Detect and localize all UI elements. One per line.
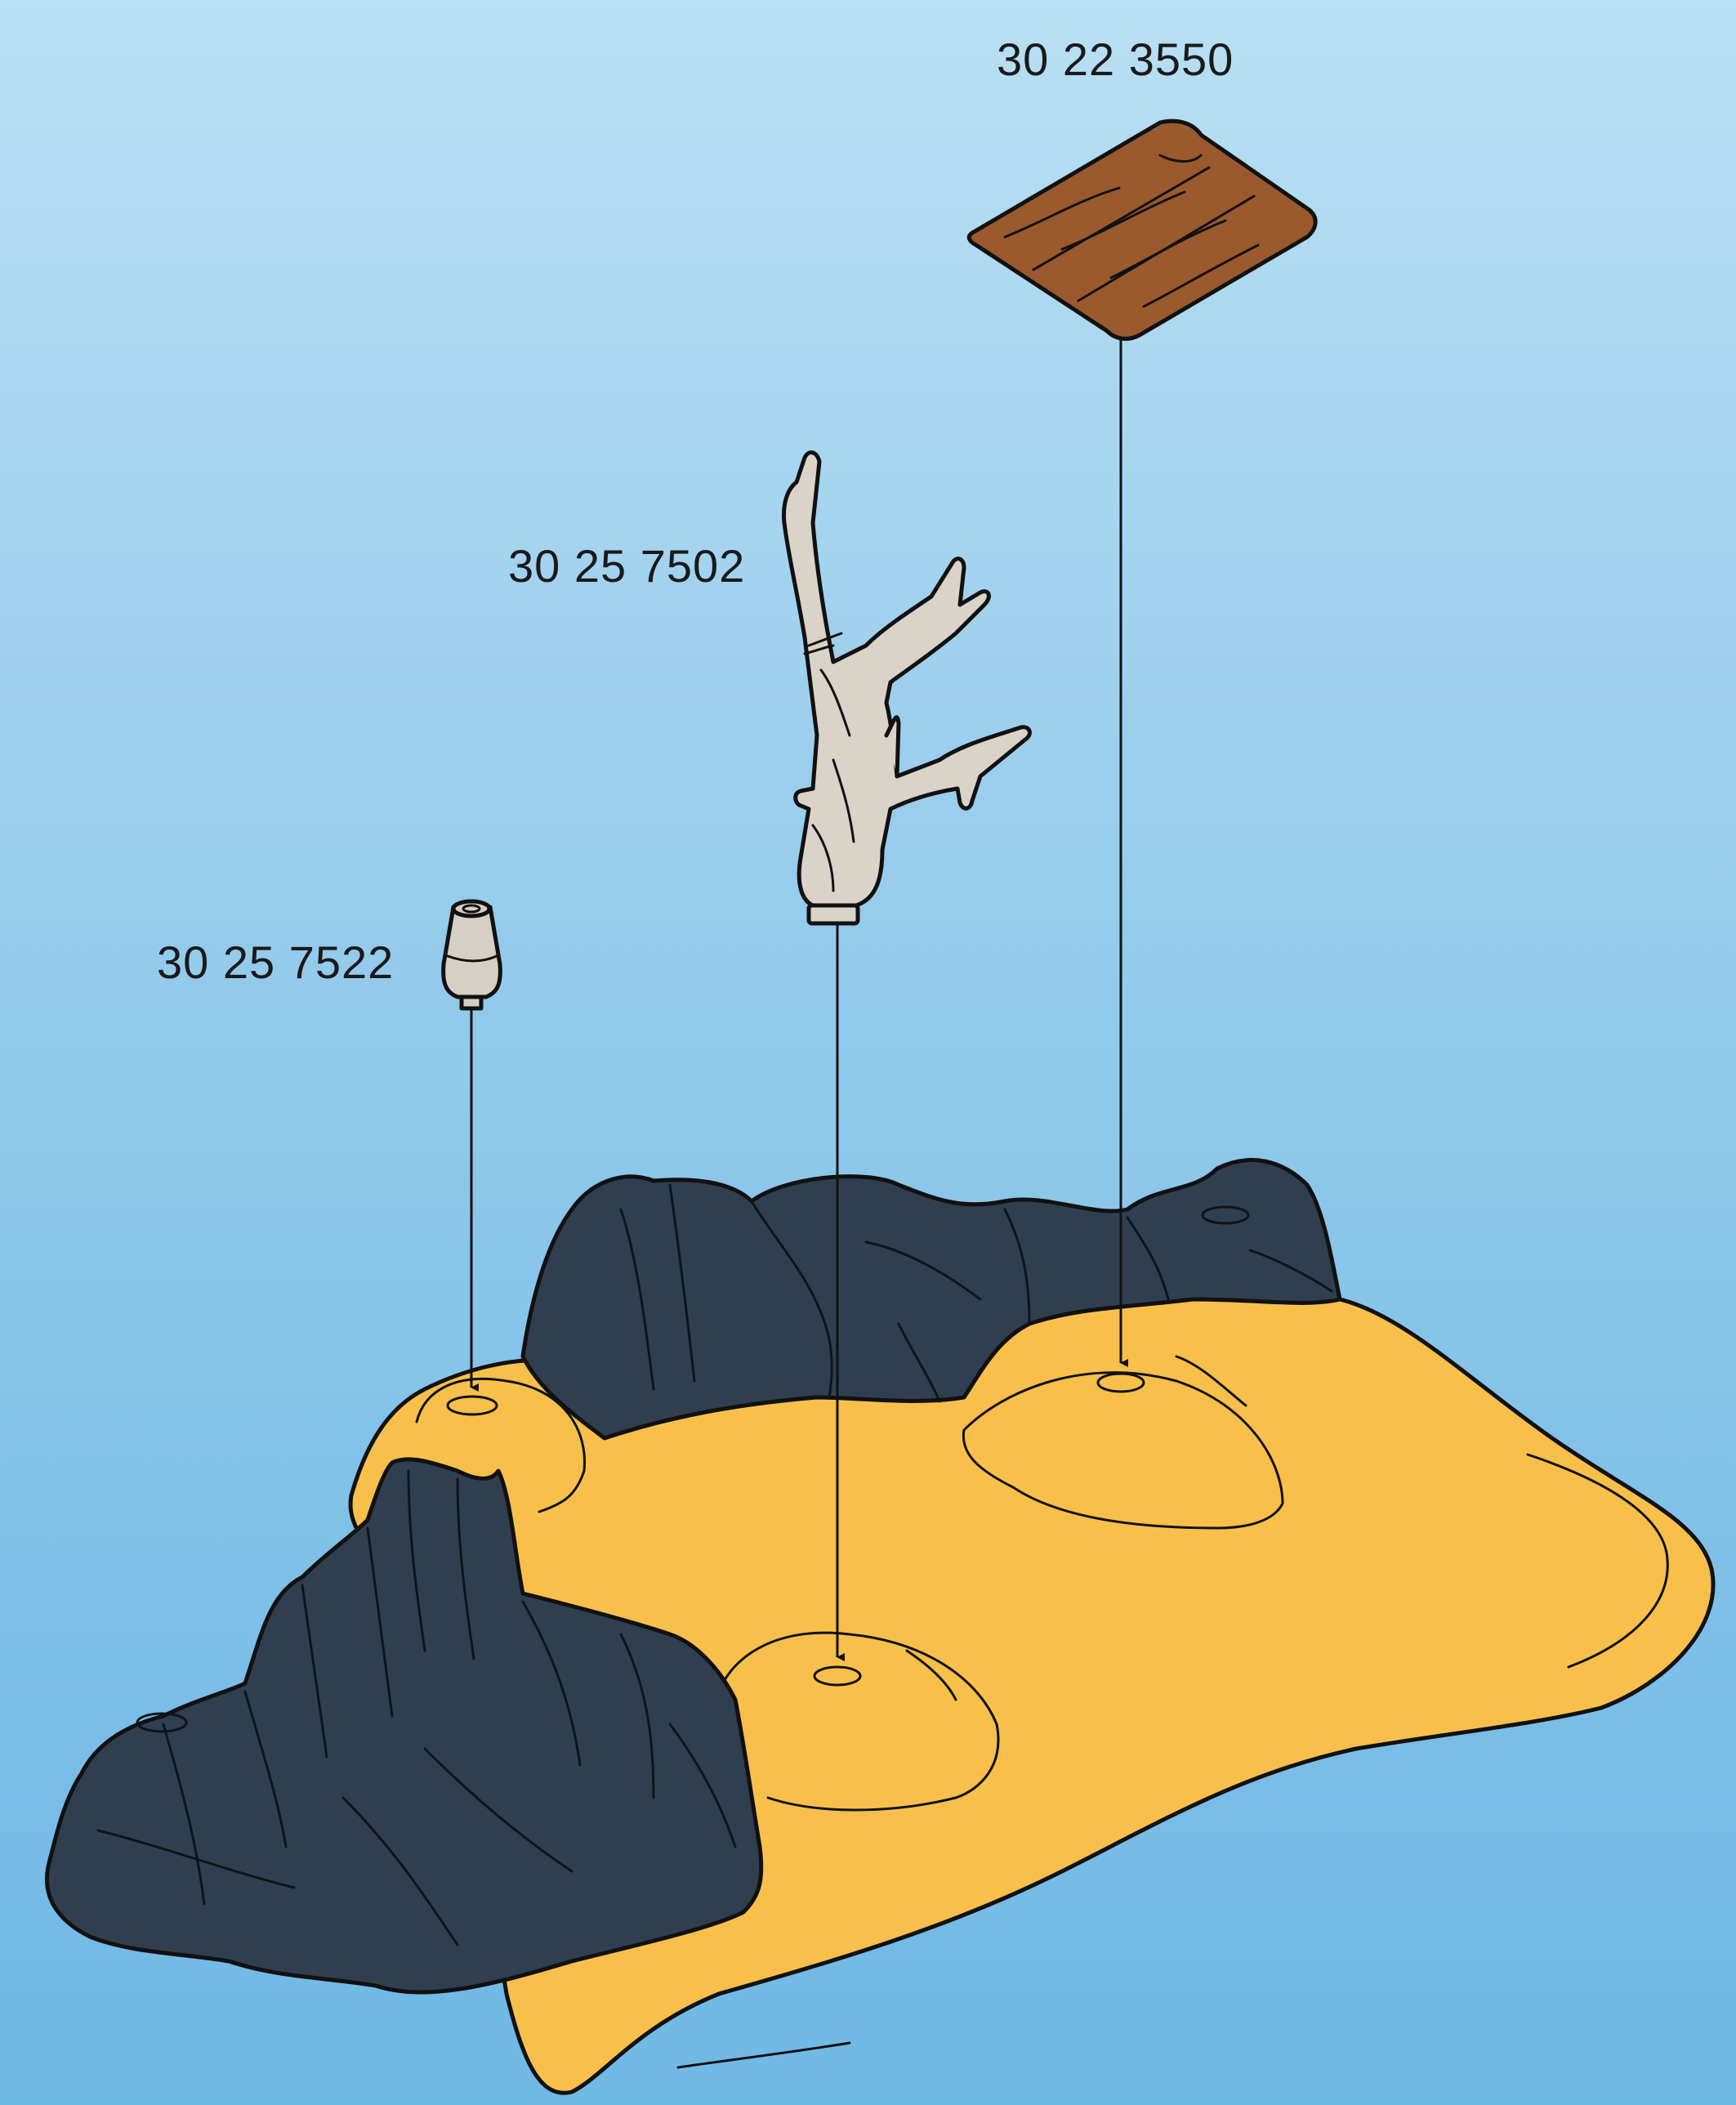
tree-part-number: 30 25 7502 xyxy=(508,539,745,592)
wood-plank xyxy=(969,121,1315,338)
peg-part-number: 30 25 7522 xyxy=(157,936,394,989)
plank-part-number: 30 22 3550 xyxy=(997,33,1234,86)
tree-part xyxy=(784,453,1030,923)
peg-part xyxy=(444,901,501,1008)
